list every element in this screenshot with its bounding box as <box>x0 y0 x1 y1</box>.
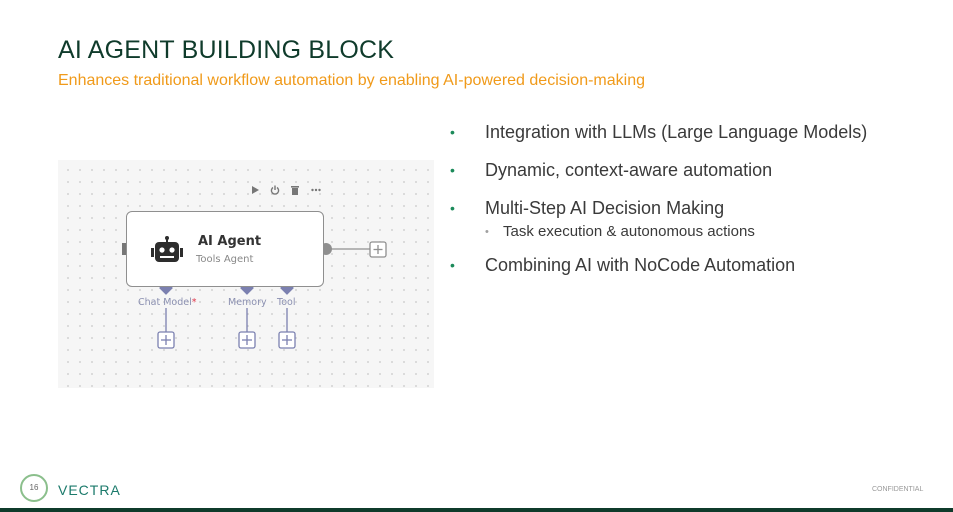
footer-bar <box>0 508 953 512</box>
tool-label: Tool <box>277 297 296 308</box>
node-title: AI Agent <box>198 234 262 249</box>
robot-icon <box>151 236 183 271</box>
bullet-item: • Combining AI with NoCode Automation <box>450 255 796 275</box>
workflow-canvas[interactable]: AI Agent Tools Agent Chat Model* Memory … <box>58 160 434 388</box>
node-subtitle: Tools Agent <box>196 254 254 265</box>
bullet-item: • Dynamic, context-aware automation <box>450 160 773 180</box>
power-icon[interactable] <box>270 185 280 195</box>
sub-bullet-item: • Task execution & autonomous actions <box>485 223 755 240</box>
play-icon[interactable] <box>250 185 260 195</box>
page-number-badge: 16 <box>20 474 48 502</box>
bullet-item: • Integration with LLMs (Large Language … <box>450 122 868 142</box>
bullet-dot-icon: • <box>450 124 455 140</box>
bullet-dot-icon: • <box>450 162 455 178</box>
bullet-item: • Multi-Step AI Decision Making <box>450 198 725 218</box>
sub-bullet-dot-icon: • <box>485 226 489 238</box>
bullet-dot-icon: • <box>450 200 455 216</box>
memory-label: Memory <box>228 297 267 308</box>
confidential-label: CONFIDENTIAL <box>872 486 924 493</box>
more-icon[interactable] <box>311 185 321 195</box>
trash-icon[interactable] <box>290 185 300 195</box>
brand-logo: VECTRA <box>58 482 121 498</box>
slide-subtitle: Enhances traditional workflow automation… <box>58 72 645 89</box>
bullet-list: • Integration with LLMs (Large Language … <box>450 122 870 276</box>
bullet-dot-icon: • <box>450 257 455 273</box>
slide-title: AI AGENT BUILDING BLOCK <box>58 36 395 64</box>
ai-agent-node[interactable]: AI Agent Tools Agent <box>126 211 324 287</box>
chat-model-label: Chat Model* <box>138 297 197 308</box>
